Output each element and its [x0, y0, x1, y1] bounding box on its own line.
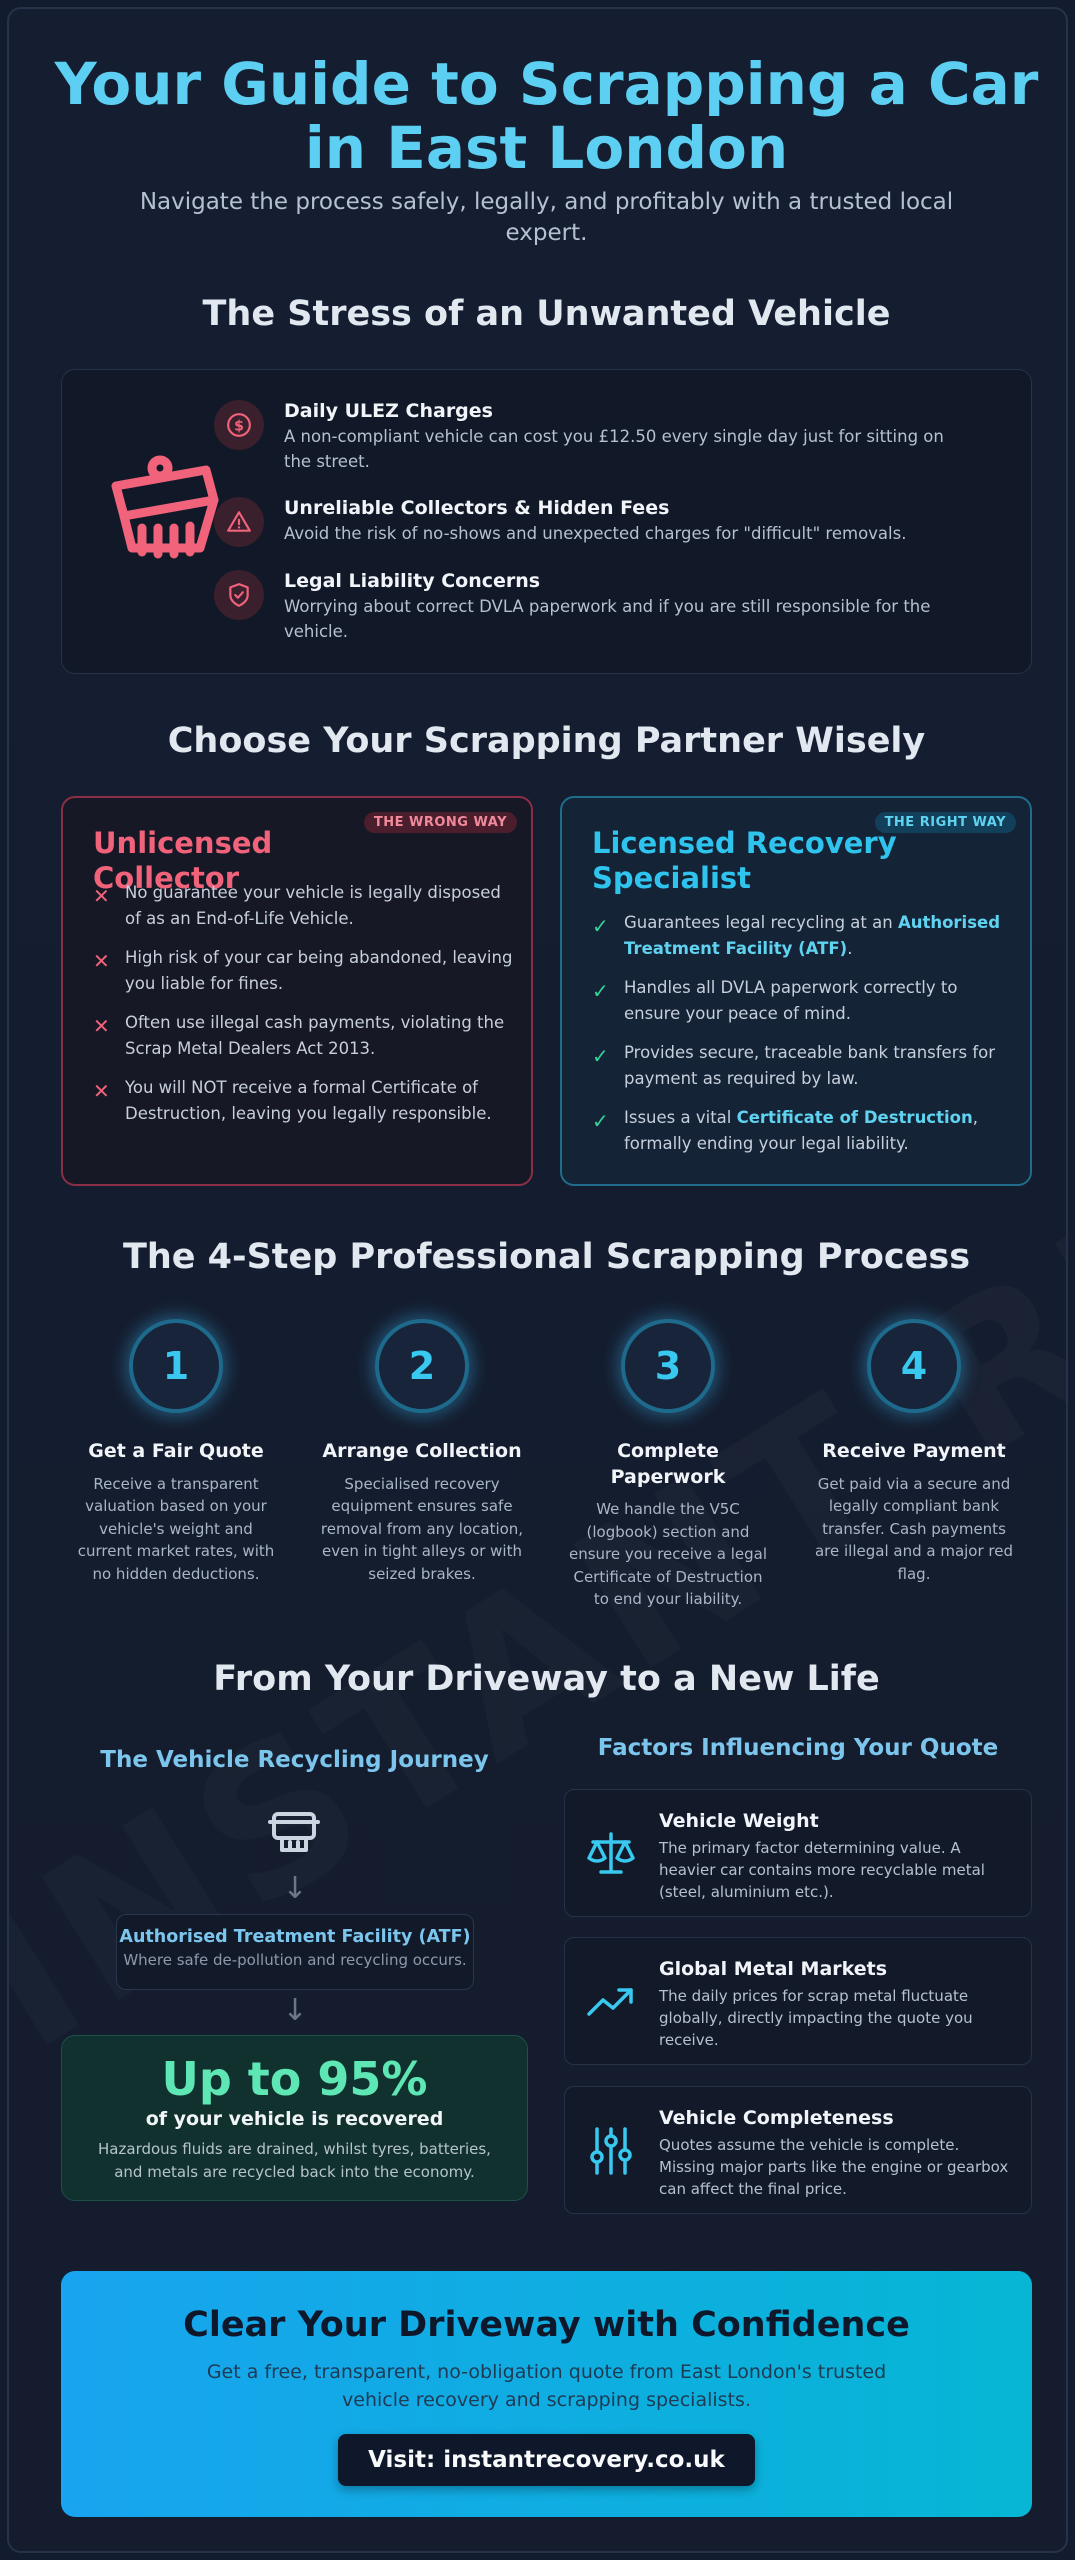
step-1: 1 Get a Fair Quote Receive a transparent… [66, 1319, 286, 1585]
factor-vehicle-weight: Vehicle Weight The primary factor determ… [564, 1789, 1032, 1917]
step-title: Arrange Collection [322, 1440, 522, 1462]
right-way-badge: THE RIGHT WAY [874, 812, 1016, 833]
shield-icon [214, 570, 264, 620]
cross-icon: ✕ [93, 1014, 110, 1039]
stress-item-text: Avoid the risk of no-shows and unexpecte… [284, 524, 907, 543]
visit-website-button[interactable]: Visit: instantrecovery.co.uk [338, 2434, 755, 2487]
factor-text: Quotes assume the vehicle is complete. M… [659, 2136, 1009, 2198]
page-title: Your Guide to Scrapping a Car in East Lo… [54, 50, 1039, 182]
check-icon: ✓ [592, 914, 609, 938]
licensed-specialist-card: THE RIGHT WAY Licensed Recovery Speciali… [560, 796, 1032, 1186]
list-item: ✕High risk of your car being abandoned, … [93, 948, 513, 993]
factor-heading: Vehicle Completeness [659, 2107, 894, 2129]
recycled-stat-box: Up to 95% of your vehicle is recovered H… [61, 2035, 528, 2201]
factor-text: The primary factor determining value. A … [659, 1839, 985, 1901]
car-crusher-icon [111, 455, 219, 559]
cross-icon: ✕ [93, 884, 110, 908]
check-icon: ✓ [592, 1044, 609, 1069]
step-title: Receive Payment [822, 1440, 1006, 1462]
list-item: ✕Often use illegal cash payments, violat… [93, 1013, 505, 1058]
stress-item-heading: Daily ULEZ Charges [284, 400, 493, 422]
cta-title: Clear Your Driveway with Confidence [183, 2305, 910, 2345]
cta-text: Get a free, transparent, no-obligation q… [206, 2361, 887, 2411]
svg-text:$: $ [234, 418, 244, 434]
check-icon: ✓ [592, 979, 609, 1004]
atf-subtitle: Where safe de-pollution and recycling oc… [123, 1951, 467, 1969]
steps-section-title: The 4-Step Professional Scrapping Proces… [122, 1237, 971, 1277]
step-2: 2 Arrange Collection Specialised recover… [312, 1319, 532, 1585]
wrong-way-badge: THE WRONG WAY [363, 812, 517, 833]
compare-section-title: Choose Your Scrapping Partner Wisely [167, 721, 926, 761]
stress-item-heading: Legal Liability Concerns [284, 570, 541, 592]
step-number: 1 [129, 1319, 223, 1413]
trend-up-icon [587, 1988, 633, 2016]
step-number: 2 [375, 1319, 469, 1413]
stress-item-collectors: Unreliable Collectors & Hidden Fees Avoi… [214, 497, 962, 547]
list-item: ✓Guarantees legal recycling at an Author… [592, 913, 1001, 958]
recycled-percent: Up to 95% [161, 2052, 428, 2106]
factor-heading: Vehicle Weight [659, 1810, 819, 1832]
good-list: ✓Guarantees legal recycling at an Author… [592, 910, 1012, 1171]
recycling-journey-title: The Vehicle Recycling Journey [100, 1747, 489, 1773]
car-crusher-small-icon [268, 1812, 320, 1852]
atf-box: Authorised Treatment Facility (ATF) Wher… [116, 1914, 474, 1990]
stress-section-title: The Stress of an Unwanted Vehicle [202, 294, 891, 334]
step-text: We handle the V5C (logbook) section and … [568, 1500, 768, 1609]
arrow-down-icon: ↓ [282, 1993, 308, 2028]
factor-heading: Global Metal Markets [659, 1958, 888, 1980]
dollar-icon: $ [214, 400, 264, 450]
bad-list: ✕No guarantee your vehicle is legally di… [93, 880, 513, 1141]
cta-banner: Clear Your Driveway with Confidence Get … [61, 2271, 1032, 2517]
stress-panel: $ Daily ULEZ Charges A non-compliant veh… [61, 369, 1032, 674]
step-title: Get a Fair Quote [88, 1440, 264, 1462]
list-item: ✓Handles all DVLA paperwork correctly to… [592, 978, 958, 1023]
recycled-label: of your vehicle is recovered [145, 2108, 444, 2130]
stress-item-ulez: $ Daily ULEZ Charges A non-compliant veh… [214, 400, 962, 475]
list-item: ✕No guarantee your vehicle is legally di… [93, 883, 501, 928]
step-title: Complete Paperwork [610, 1440, 726, 1488]
step-text: Get paid via a secure and legally compli… [814, 1474, 1014, 1583]
step-number: 3 [621, 1319, 715, 1413]
atf-title: Authorised Treatment Facility (ATF) [119, 1927, 471, 1947]
factor-vehicle-completeness: Vehicle Completeness Quotes assume the v… [564, 2086, 1032, 2214]
page-subtitle: Navigate the process safely, legally, an… [139, 189, 954, 247]
page-frame: INSTANT RECOVERY Your Guide to Scrapping… [7, 7, 1068, 2553]
card-title: Unlicensed Collector [93, 826, 273, 895]
list-item: ✓Provides secure, traceable bank transfe… [592, 1043, 996, 1088]
warning-icon [214, 497, 264, 547]
cross-icon: ✕ [93, 1079, 110, 1104]
unlicensed-collector-card: THE WRONG WAY Unlicensed Collector ✕No g… [61, 796, 533, 1186]
journey-section-title: From Your Driveway to a New Life [213, 1659, 880, 1699]
stress-item-heading: Unreliable Collectors & Hidden Fees [284, 497, 670, 519]
stress-item-text: Worrying about correct DVLA paperwork an… [284, 597, 931, 641]
step-4: 4 Receive Payment Get paid via a secure … [804, 1319, 1024, 1585]
factor-text: The daily prices for scrap metal fluctua… [659, 1987, 973, 2049]
factor-metal-markets: Global Metal Markets The daily prices fo… [564, 1937, 1032, 2065]
factors-title: Factors Influencing Your Quote [597, 1735, 999, 1761]
list-item: ✕You will NOT receive a formal Certifica… [93, 1078, 492, 1123]
arrow-down-icon: ↓ [282, 1871, 308, 1906]
card-title: Licensed Recovery Specialist [592, 826, 897, 895]
step-3: 3 Complete Paperwork We handle the V5C (… [558, 1319, 778, 1611]
check-icon: ✓ [592, 1109, 609, 1134]
recycled-text: Hazardous fluids are drained, whilst tyr… [98, 2140, 491, 2181]
stress-item-text: A non-compliant vehicle can cost you £12… [284, 427, 944, 471]
step-text: Specialised recovery equipment ensures s… [320, 1474, 524, 1583]
stress-item-liability: Legal Liability Concerns Worrying about … [214, 570, 962, 645]
step-text: Receive a transparent valuation based on… [77, 1474, 275, 1583]
list-item: ✓Issues a vital Certificate of Destructi… [592, 1108, 978, 1153]
scales-icon [587, 1832, 635, 1874]
step-number: 4 [867, 1319, 961, 1413]
sliders-icon [590, 2127, 632, 2175]
cross-icon: ✕ [93, 949, 110, 974]
